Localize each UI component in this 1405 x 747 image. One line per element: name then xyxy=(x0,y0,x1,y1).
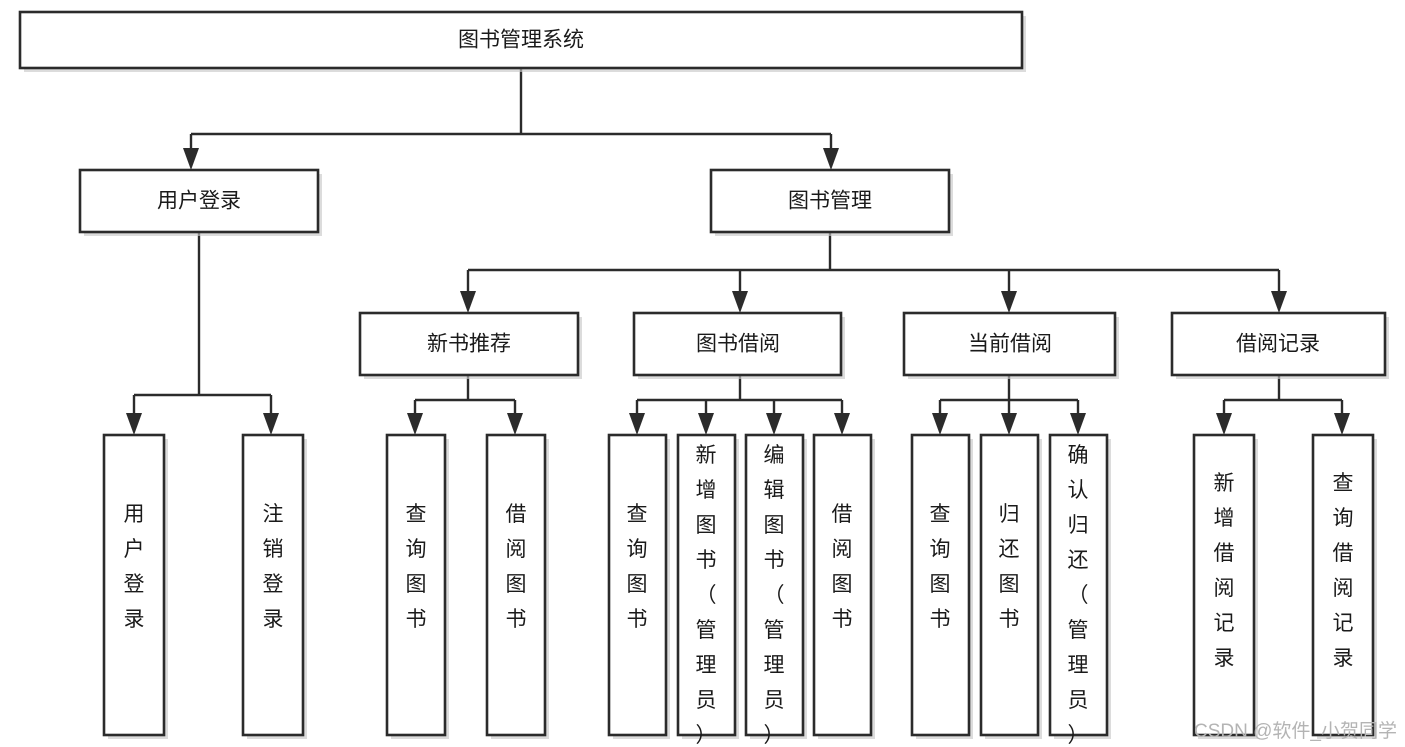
node-leaf-logout-login-label: 注销登录 xyxy=(263,503,284,631)
node-root[interactable]: 图书管理系统 xyxy=(18,10,1026,72)
connector-layer xyxy=(126,68,1350,435)
node-borrow-record-box[interactable] xyxy=(1170,311,1387,377)
node-leaf-return-book-label: 归还图书 xyxy=(999,503,1020,631)
node-book-manage[interactable]: 图书管理 xyxy=(709,168,953,236)
node-leaf-query-book-1[interactable]: 查询图书 xyxy=(385,433,449,739)
arrowhead-leaf-add-record xyxy=(1216,413,1232,435)
node-new-book-rec-label: 新书推荐 xyxy=(427,333,511,356)
node-new-book-rec[interactable]: 新书推荐 xyxy=(358,311,582,379)
node-leaf-user-login-box[interactable] xyxy=(102,433,166,737)
node-leaf-logout-login-box[interactable] xyxy=(241,433,305,737)
arrowhead-leaf-query-book-2 xyxy=(629,413,645,435)
node-leaf-query-book-1-label: 查询图书 xyxy=(406,503,427,631)
node-new-book-rec-box[interactable] xyxy=(358,311,580,377)
node-leaf-user-login-label: 用户登录 xyxy=(124,503,145,631)
arrowhead-leaf-query-book-1 xyxy=(407,413,423,435)
arrowhead-borrow-record xyxy=(1271,291,1287,313)
arrowhead-leaf-edit-book xyxy=(766,413,782,435)
node-current-borrow-box[interactable] xyxy=(902,311,1117,377)
node-leaf-query-book-1-box[interactable] xyxy=(385,433,447,737)
node-leaf-add-book-box[interactable] xyxy=(676,433,737,737)
node-leaf-query-record-box[interactable] xyxy=(1311,433,1375,737)
node-current-borrow-label: 当前借阅 xyxy=(968,333,1052,356)
arrowhead-leaf-logout-login xyxy=(263,413,279,435)
node-leaf-query-book-2-label: 查询图书 xyxy=(627,503,648,631)
node-user-login-box[interactable] xyxy=(78,168,320,234)
node-leaf-add-book-label: 新增图书（管理员） xyxy=(696,444,717,747)
node-leaf-borrow-book-2[interactable]: 借阅图书 xyxy=(812,433,875,739)
node-leaf-query-book-3-label: 查询图书 xyxy=(930,503,951,631)
node-leaf-query-book-3[interactable]: 查询图书 xyxy=(910,433,973,739)
node-book-borrow-box[interactable] xyxy=(632,311,843,377)
node-leaf-query-book-2-box[interactable] xyxy=(607,433,668,737)
node-leaf-edit-book[interactable]: 编辑图书（管理员） xyxy=(744,433,807,747)
node-user-login[interactable]: 用户登录 xyxy=(78,168,322,236)
arrowhead-current-borrow xyxy=(1001,291,1017,313)
arrowhead-leaf-borrow-book-2 xyxy=(834,413,850,435)
node-leaf-query-book-2[interactable]: 查询图书 xyxy=(607,433,670,739)
arrowhead-leaf-borrow-book-1 xyxy=(507,413,523,435)
csdn-watermark: CSDN @软件_小贺同学 xyxy=(1194,720,1397,742)
node-leaf-borrow-book-2-box[interactable] xyxy=(812,433,873,737)
arrowhead-leaf-add-book xyxy=(698,413,714,435)
node-leaf-confirm-return-box[interactable] xyxy=(1048,433,1109,737)
node-borrow-record[interactable]: 借阅记录 xyxy=(1170,311,1389,379)
node-borrow-record-label: 借阅记录 xyxy=(1236,333,1320,356)
node-leaf-confirm-return-label: 确认归还（管理员） xyxy=(1068,444,1089,747)
node-leaf-confirm-return[interactable]: 确认归还（管理员） xyxy=(1048,433,1111,747)
node-leaf-edit-book-box[interactable] xyxy=(744,433,805,737)
node-leaf-edit-book-label: 编辑图书（管理员） xyxy=(764,444,785,747)
arrowhead-leaf-confirm-return xyxy=(1070,413,1086,435)
arrowhead-user-login xyxy=(183,148,199,170)
node-leaf-return-book-box[interactable] xyxy=(979,433,1040,737)
arrowhead-leaf-query-book-3 xyxy=(932,413,948,435)
node-leaf-user-login[interactable]: 用户登录 xyxy=(102,433,168,739)
node-leaf-add-record-box[interactable] xyxy=(1192,433,1256,737)
arrowhead-book-borrow xyxy=(732,291,748,313)
arrowhead-new-book-rec xyxy=(460,291,476,313)
node-user-login-label: 用户登录 xyxy=(157,190,241,213)
arrowhead-leaf-user-login xyxy=(126,413,142,435)
node-leaf-return-book[interactable]: 归还图书 xyxy=(979,433,1042,739)
node-leaf-query-record-label: 查询借阅记录 xyxy=(1333,472,1354,670)
node-leaf-query-record[interactable]: 查询借阅记录 xyxy=(1311,433,1377,739)
node-book-borrow-label: 图书借阅 xyxy=(696,333,780,356)
node-leaf-borrow-book-2-label: 借阅图书 xyxy=(832,503,853,631)
node-leaf-add-record-label: 新增借阅记录 xyxy=(1214,472,1235,670)
node-leaf-logout-login[interactable]: 注销登录 xyxy=(241,433,307,739)
node-leaf-add-record[interactable]: 新增借阅记录 xyxy=(1192,433,1258,739)
node-leaf-borrow-book-1-label: 借阅图书 xyxy=(506,503,527,631)
arrowhead-book-manage xyxy=(823,148,839,170)
node-current-borrow[interactable]: 当前借阅 xyxy=(902,311,1119,379)
node-leaf-add-book[interactable]: 新增图书（管理员） xyxy=(676,433,739,747)
node-leaf-query-book-3-box[interactable] xyxy=(910,433,971,737)
node-book-borrow[interactable]: 图书借阅 xyxy=(632,311,845,379)
arrowhead-leaf-query-record xyxy=(1334,413,1350,435)
node-root-box[interactable] xyxy=(18,10,1024,70)
node-leaf-borrow-book-1[interactable]: 借阅图书 xyxy=(485,433,549,739)
arrowhead-leaf-return-book xyxy=(1001,413,1017,435)
node-root-label: 图书管理系统 xyxy=(458,29,584,52)
node-book-manage-label: 图书管理 xyxy=(788,190,872,213)
node-book-manage-box[interactable] xyxy=(709,168,951,234)
node-leaf-borrow-book-1-box[interactable] xyxy=(485,433,547,737)
